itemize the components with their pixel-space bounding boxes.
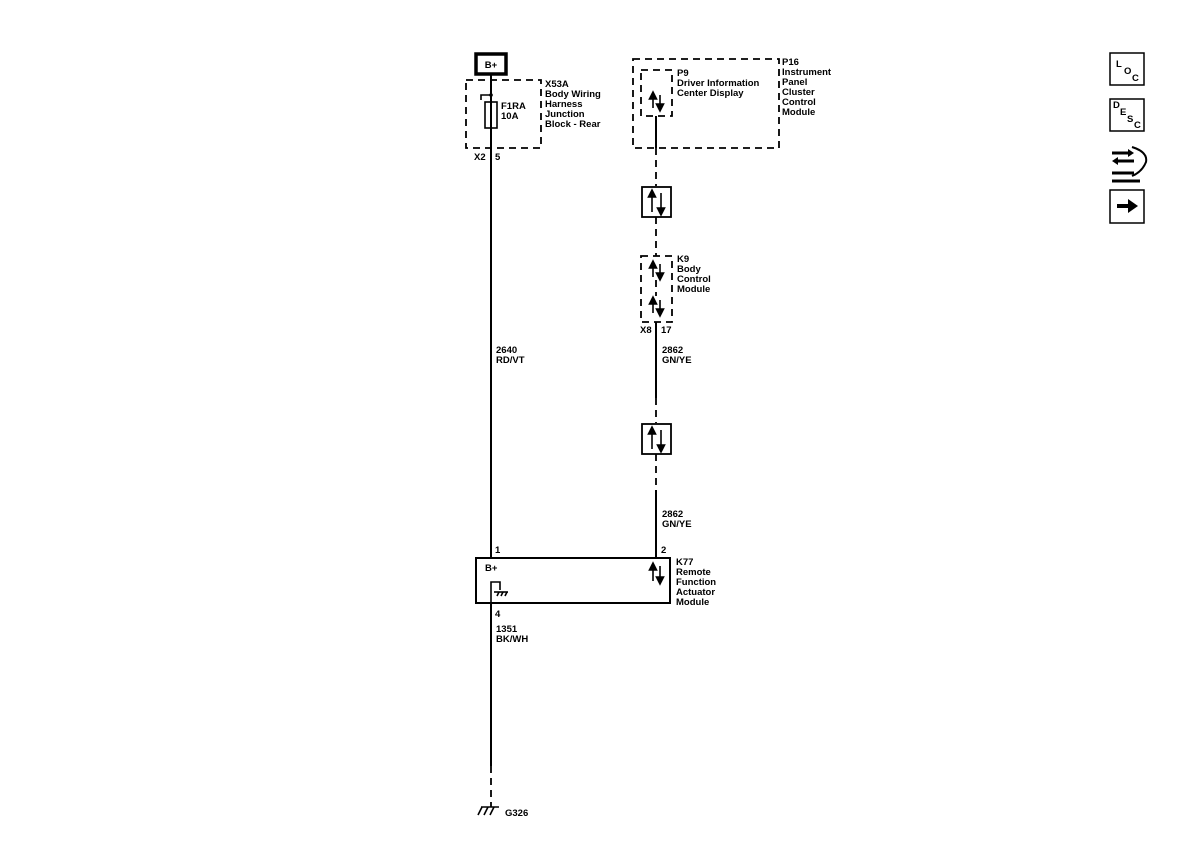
serial-data-symbol-2 (641, 423, 672, 455)
connector-end-view-icon (1112, 146, 1148, 183)
loc-letter-c: C (1132, 73, 1139, 84)
k9-label: K9 Body Control Module (677, 254, 713, 295)
fuse-label: F1RA 10A (501, 101, 528, 122)
desc-letter-c: C (1134, 120, 1141, 131)
p16-module (632, 58, 780, 149)
bplus-label: B+ (485, 60, 498, 71)
k9-connector-label: X8 (640, 325, 652, 336)
loc-letter-l: L (1116, 59, 1122, 70)
wire-2862-lower-label: 2862 GN/YE (662, 509, 692, 530)
p9-data-arrows-icon (648, 90, 665, 113)
k77-bplus-label: B+ (485, 563, 498, 574)
ground-label: G326 (505, 808, 528, 819)
desc-letter-s: S (1127, 114, 1133, 125)
p9-display (640, 69, 673, 117)
x53a-pin-label: 5 (495, 152, 501, 163)
desc-button[interactable]: D E S C (1109, 98, 1145, 132)
x53a-connector-label: X2 (474, 152, 486, 163)
k9-body-control-module (640, 255, 673, 323)
bplus-source: B+ (474, 52, 508, 76)
k9-data-arrows-icon (648, 259, 665, 318)
wire-1351-label: 1351 BK/WH (496, 624, 528, 645)
next-button[interactable] (1109, 189, 1145, 224)
fuse-link-icon (480, 94, 491, 100)
k77-module (475, 557, 671, 604)
p16-label: P16 Instrument Panel Cluster Control Mod… (782, 57, 834, 118)
wire-2640-label: 2640 RD/VT (496, 345, 525, 366)
wire-2862-upper-label: 2862 GN/YE (662, 345, 692, 366)
p9-label: P9 Driver Information Center Display (677, 68, 762, 99)
k77-label: K77 Remote Function Actuator Module (676, 557, 719, 608)
x53a-junction-block (465, 79, 542, 149)
loc-button[interactable]: L O C (1109, 52, 1145, 86)
loc-letter-o: O (1124, 66, 1131, 77)
next-arrow-icon (1117, 199, 1138, 213)
serial-data-symbol-1 (641, 186, 672, 218)
k77-pin-ground: 4 (495, 609, 501, 620)
k77-pin-power: 1 (495, 545, 501, 556)
k77-data-arrows-icon (648, 561, 665, 586)
desc-letter-d: D (1113, 100, 1120, 111)
k9-pin-label: 17 (661, 325, 672, 336)
k77-internal-ground-icon (490, 581, 508, 603)
connector-end-view-button[interactable] (1112, 146, 1148, 183)
fuse-f1ra (480, 88, 498, 129)
ground-g326-icon (477, 806, 499, 816)
k77-pin-data: 2 (661, 545, 666, 556)
x53a-label: X53A Body Wiring Harness Junction Block … (545, 79, 604, 130)
desc-letter-e: E (1120, 107, 1126, 118)
